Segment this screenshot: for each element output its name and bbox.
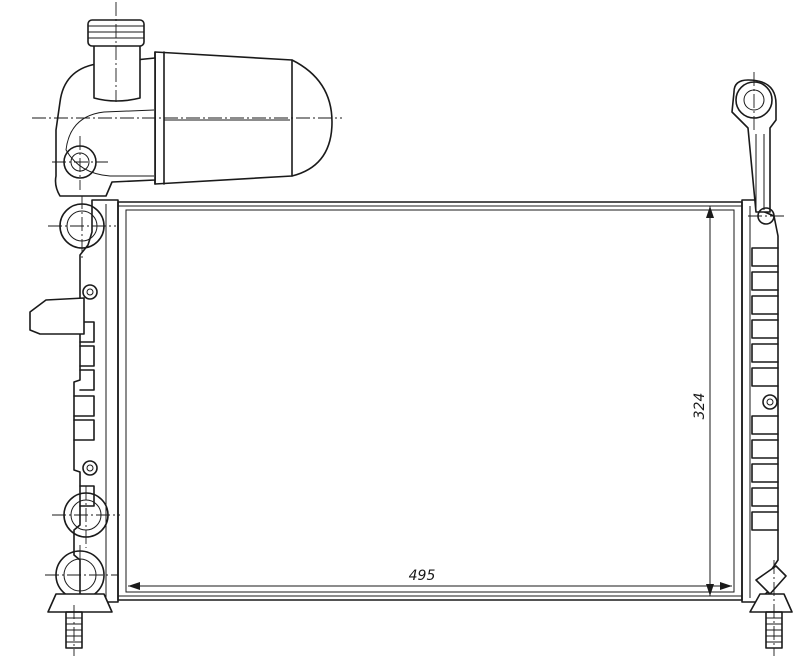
left-drain-plug (65, 605, 83, 656)
height-dimension-label: 324 (692, 393, 708, 420)
left-tank-fins (73, 321, 95, 507)
right-bottom-fitting (749, 560, 793, 656)
left-foot (47, 593, 113, 613)
left-upper-pipe (48, 195, 116, 258)
filler-neck (87, 2, 145, 102)
right-lug (762, 394, 778, 410)
radiator-core (117, 201, 743, 601)
expansion-tank (32, 2, 342, 197)
right-tank-fins (751, 247, 779, 531)
right-tank (731, 72, 793, 656)
dimension-width: 495 (128, 568, 732, 590)
left-lug-upper (82, 284, 98, 300)
dimension-height: 324 (692, 206, 714, 596)
left-tank (29, 195, 120, 656)
width-dimension-label: 495 (409, 568, 436, 584)
right-top-bracket (731, 72, 784, 225)
left-mounting-bracket (29, 297, 85, 335)
left-lower-pipe (52, 486, 120, 548)
tank-hose-connector (52, 136, 108, 190)
left-lug-lower (82, 460, 98, 476)
